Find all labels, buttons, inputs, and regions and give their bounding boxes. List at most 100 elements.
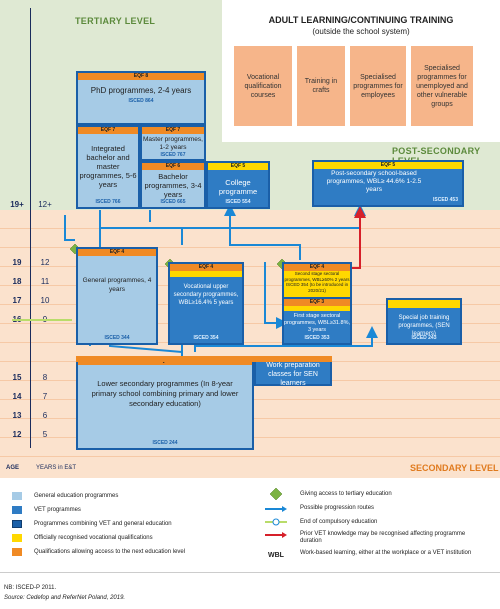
legend-swatch-access-qual xyxy=(12,548,22,556)
eqf-badge: EQF 3 xyxy=(284,299,350,306)
adult-box-unemployed: Specialised programmes for unemployed an… xyxy=(411,46,473,126)
master-programme: EQF 7 Master programmes, 1-2 years ISCED… xyxy=(140,125,206,161)
lower-secondary-programme: EQF 2 Lower secondary programmes (In 8-y… xyxy=(76,356,254,450)
isced-code: ISCED 766 xyxy=(95,199,121,205)
age-label: 14 xyxy=(12,392,22,401)
years-label: 11 xyxy=(40,277,50,286)
diamond-icon xyxy=(269,488,283,501)
axis-line xyxy=(30,8,31,448)
legend-label: VET programmes xyxy=(34,507,81,513)
adult-box-vocational-courses: Vocational qualification courses xyxy=(234,46,292,126)
age-label: 18 xyxy=(12,277,22,286)
years-label: 10 xyxy=(40,296,50,305)
isced-code: ISCED 344 xyxy=(104,335,130,341)
wbl-label: WBL xyxy=(268,552,284,559)
compulsory-end-line xyxy=(12,319,72,321)
phd-programme: EQF 8 PhD programmes, 2-4 years ISCED 86… xyxy=(76,71,206,125)
adult-box-employees: Specialised programmes for employees xyxy=(350,46,406,126)
footer-divider xyxy=(0,572,500,573)
programme-text: Vocational upper secondary programmes, W… xyxy=(173,284,239,306)
legend-label: Qualifications allowing access to the ne… xyxy=(34,549,186,555)
years-label: 8 xyxy=(42,373,48,382)
general-programme: EQF 4 General programmes, 4 years ISCED … xyxy=(76,247,158,345)
programme-text: College programme xyxy=(218,178,258,196)
legend-swatch-general xyxy=(12,492,22,500)
lower-sec-eqf-bar xyxy=(76,356,332,362)
years-label: 12 xyxy=(40,258,50,267)
years-header: YEARS in E&T xyxy=(36,465,77,471)
integrated-programme: EQF 7 Integrated bachelor and master pro… xyxy=(76,125,140,209)
isced-code: ISCED 864 xyxy=(128,98,154,104)
programme-text: Work preparation classes for SEN learner… xyxy=(266,362,320,387)
programme-text: Integrated bachelor and master programme… xyxy=(79,144,137,189)
isced-code: ISCED 354 xyxy=(193,335,219,341)
isced-code: ISCED 767 xyxy=(160,152,186,158)
isced-code: ISCED 453 xyxy=(432,197,458,203)
eqf-badge: EQF 7 xyxy=(78,127,138,134)
age-label: 19+ xyxy=(10,200,24,209)
footer-source: Source: Cedefop and ReferNet Poland, 201… xyxy=(4,595,126,601)
legend-label: Possible progression routes xyxy=(300,505,375,511)
legend-swatch-vet xyxy=(12,506,22,514)
college-programme: EQF 5 College programme ISCED 554 xyxy=(206,161,270,209)
eqf-badge: EQF 4 xyxy=(78,249,156,256)
isced-code: ISCED 243 xyxy=(411,335,437,341)
programme-text: General programmes, 4 years xyxy=(82,277,152,293)
qualification-bar xyxy=(170,271,242,277)
vocational-upper-programme: EQF 4 Vocational upper secondary program… xyxy=(168,262,244,345)
age-header: AGE xyxy=(6,465,20,471)
age-label: 15 xyxy=(12,373,22,382)
footer-nb: NB: ISCED-P 2011. xyxy=(4,585,57,591)
bachelor-programme: EQF 6 Bachelor programmes, 3-4 years ISC… xyxy=(140,161,206,209)
age-label: 13 xyxy=(12,411,22,420)
legend-label: Officially recognised vocational qualifi… xyxy=(34,535,153,541)
legend-label: Giving access to tertiary education xyxy=(300,491,392,497)
isced-code: ISCED 353 xyxy=(304,335,330,341)
programme-text: First stage sectoral programmes, WBL≥31.… xyxy=(284,313,350,333)
years-label: 5 xyxy=(42,430,48,439)
post-secondary-programme: EQF 5 Post-secondary school-based progra… xyxy=(312,160,464,207)
years-label: 7 xyxy=(42,392,48,401)
second-stage-programme: EQF 4 Second stage sectoral programmes, … xyxy=(282,262,352,297)
eqf-badge: EQF 5 xyxy=(208,163,268,170)
isced-code: ISCED 244 xyxy=(152,440,178,446)
eqf-badge: EQF 5 xyxy=(314,162,462,169)
legend-label: Programmes combining VET and general edu… xyxy=(34,521,172,527)
special-job-training-programme: Special job training programmes, (SEN le… xyxy=(386,298,462,345)
eqf-badge: EQF 4 xyxy=(284,264,350,271)
eqf-badge: EQF 7 xyxy=(142,127,204,134)
age-label: 12 xyxy=(12,430,22,439)
eqf-badge: EQF 6 xyxy=(142,163,204,170)
qualification-bar xyxy=(284,306,350,311)
programme-text: Master programmes, 1-2 years xyxy=(143,136,203,151)
legend-swatch-vocational-qual xyxy=(12,534,22,542)
legend xyxy=(0,480,500,570)
legend-label: General education programmes xyxy=(34,493,119,499)
programme-text: Second stage sectoral programmes, WBL≥50… xyxy=(284,271,350,297)
adult-learning-title: ADULT LEARNING/CONTINUING TRAINING xyxy=(268,15,454,25)
age-label: 19 xyxy=(12,258,22,267)
legend-swatch-combined xyxy=(12,520,22,528)
secondary-level-label: SECONDARY LEVEL xyxy=(410,463,499,473)
adult-learning-subtitle: (outside the school system) xyxy=(312,27,410,36)
years-label: 12+ xyxy=(38,200,52,209)
isced-code: ISCED 665 xyxy=(160,199,186,205)
first-stage-programme: EQF 3 First stage sectoral programmes, W… xyxy=(282,297,352,345)
eqf-badge: EQF 8 xyxy=(78,73,204,80)
legend-label: Work-based learning, either at the workp… xyxy=(300,550,472,556)
adult-box-crafts: Training in crafts xyxy=(297,46,345,126)
programme-text: Bachelor programmes, 3-4 years xyxy=(144,172,202,199)
years-label: 6 xyxy=(42,411,48,420)
programme-text: Lower secondary programmes (In 8-year pr… xyxy=(91,379,239,408)
legend-symbols xyxy=(265,488,287,538)
programme-text: Special job training programmes, (SEN le… xyxy=(398,315,450,337)
isced-code: ISCED 554 xyxy=(225,199,251,205)
legend-label: Prior VET knowledge may be recognised af… xyxy=(300,531,466,544)
programme-text: Post-secondary school-based programmes, … xyxy=(326,170,422,193)
programme-text: PhD programmes, 2-4 years xyxy=(90,86,192,95)
eqf-badge: EQF 4 xyxy=(170,264,242,271)
tertiary-level-label: TERTIARY LEVEL xyxy=(75,16,156,26)
work-preparation-classes: Work preparation classes for SEN learner… xyxy=(254,356,332,387)
qualification-bar xyxy=(388,300,460,308)
legend-label: End of compulsory education xyxy=(300,519,378,525)
